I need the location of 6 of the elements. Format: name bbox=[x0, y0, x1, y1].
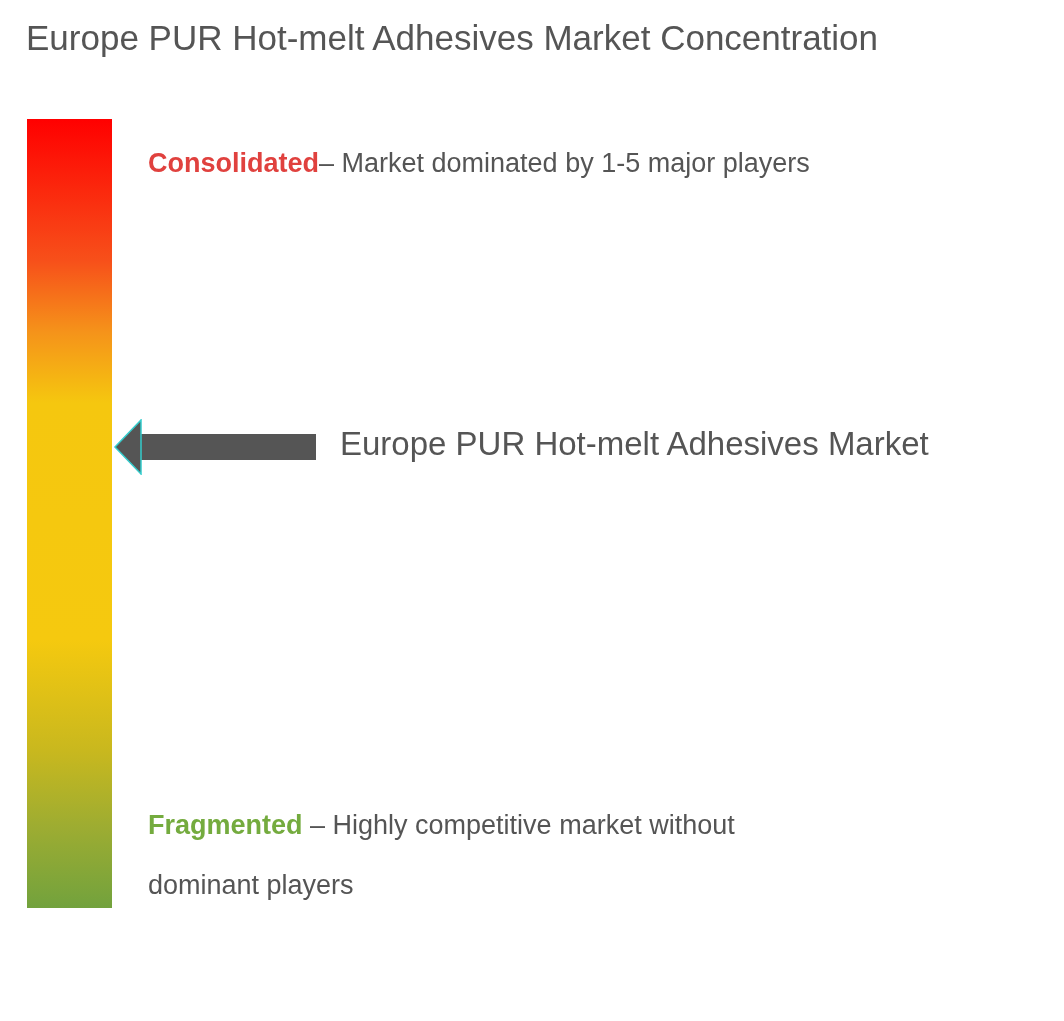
scale-description: Fragmented – Highly competitive market without dominant players bbox=[148, 809, 736, 902]
scale-description: Consolidated– Market dominated by 1-5 major players bbox=[148, 147, 811, 180]
gradient-scale-bar bbox=[27, 119, 112, 908]
chart-title: Europe PUR Hot-melt Adhesives Market Concentration bbox=[26, 18, 879, 58]
arrow bbox=[114, 419, 316, 475]
market-label: Europe PUR Hot-melt Adhesives Market bbox=[340, 425, 929, 463]
